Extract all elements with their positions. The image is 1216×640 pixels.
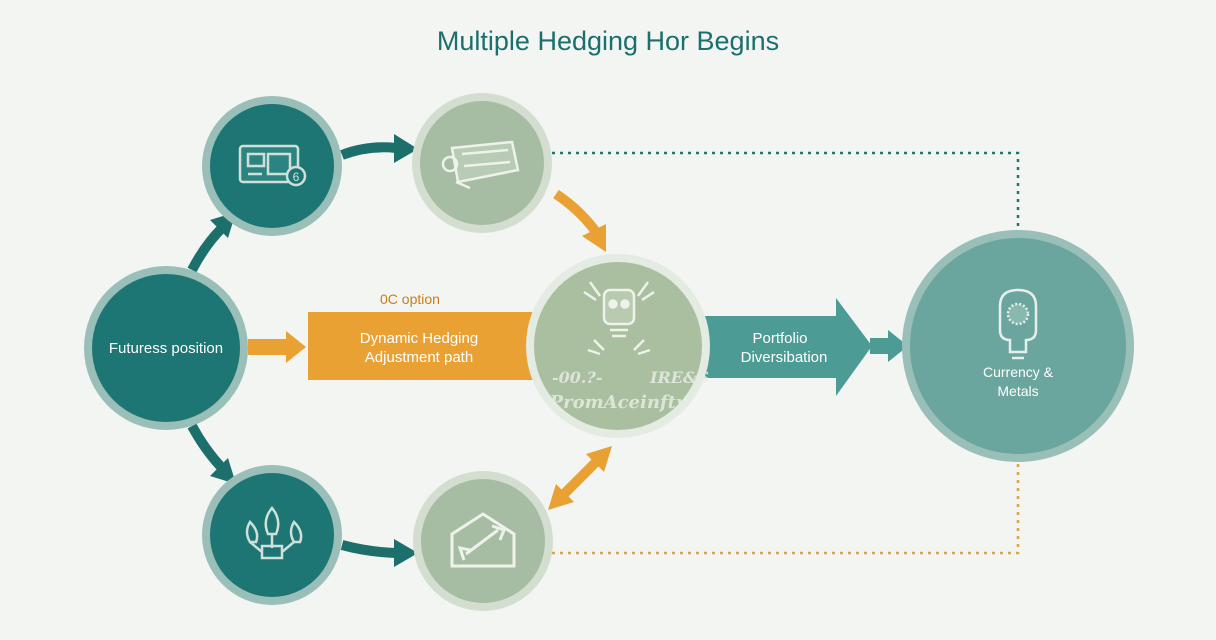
arrow-bottom-right-to-center bbox=[548, 446, 612, 510]
arrow-top-right-to-center bbox=[553, 189, 606, 252]
arrow-top-left-to-top-right bbox=[340, 134, 418, 163]
dotted-connector-bottom bbox=[552, 462, 1020, 555]
robot-face-icon bbox=[583, 281, 655, 356]
machine-icon: 6 bbox=[238, 144, 307, 187]
diagram-title: Multiple Hedging Hor Begins bbox=[437, 26, 779, 56]
node-end-label-2: Metals bbox=[997, 383, 1038, 399]
arrow-start-to-dynamic-bar bbox=[248, 331, 306, 363]
node-top-left: 6 bbox=[202, 96, 342, 236]
center-mark-right: IRE&S bbox=[649, 368, 709, 387]
center-mark-left: -00.?- bbox=[552, 368, 603, 387]
dotted-connector-top bbox=[552, 151, 1020, 232]
portfolio-arrow-bar bbox=[700, 298, 872, 396]
dynamic-hedging-bar bbox=[308, 312, 540, 380]
pipe-roller-icon bbox=[441, 140, 520, 190]
crops-icon bbox=[245, 506, 303, 560]
arrow-start-to-bottom-left bbox=[187, 423, 236, 484]
node-bottom-right bbox=[413, 471, 553, 611]
svg-text:6: 6 bbox=[293, 170, 300, 184]
dynamic-bar-line2: Adjustment path bbox=[365, 349, 473, 366]
node-start-label: Futuress position bbox=[109, 340, 223, 357]
option-annotation: 0C option bbox=[380, 291, 440, 307]
node-center: -00.?- IRE&S PromAceinfty bbox=[526, 254, 710, 438]
arrow-portfolio-to-end bbox=[870, 330, 908, 362]
portfolio-bar-line2: Diversibation bbox=[741, 349, 828, 366]
house-wrench-icon bbox=[450, 512, 516, 568]
node-futures-position: Futuress position bbox=[84, 266, 248, 430]
node-currency-metals: Currency & Metals bbox=[902, 230, 1134, 462]
node-top-right bbox=[412, 93, 552, 233]
brain-head-icon bbox=[998, 288, 1038, 360]
node-bottom-left bbox=[202, 465, 342, 605]
dynamic-bar-line1: Dynamic Hedging bbox=[360, 330, 478, 347]
arrow-bottom-left-to-bottom-right bbox=[340, 539, 418, 567]
center-mark-bottom: PromAceinfty bbox=[549, 392, 688, 413]
node-end-label-1: Currency & bbox=[983, 364, 1054, 380]
portfolio-bar-line1: Portfolio bbox=[752, 330, 807, 347]
